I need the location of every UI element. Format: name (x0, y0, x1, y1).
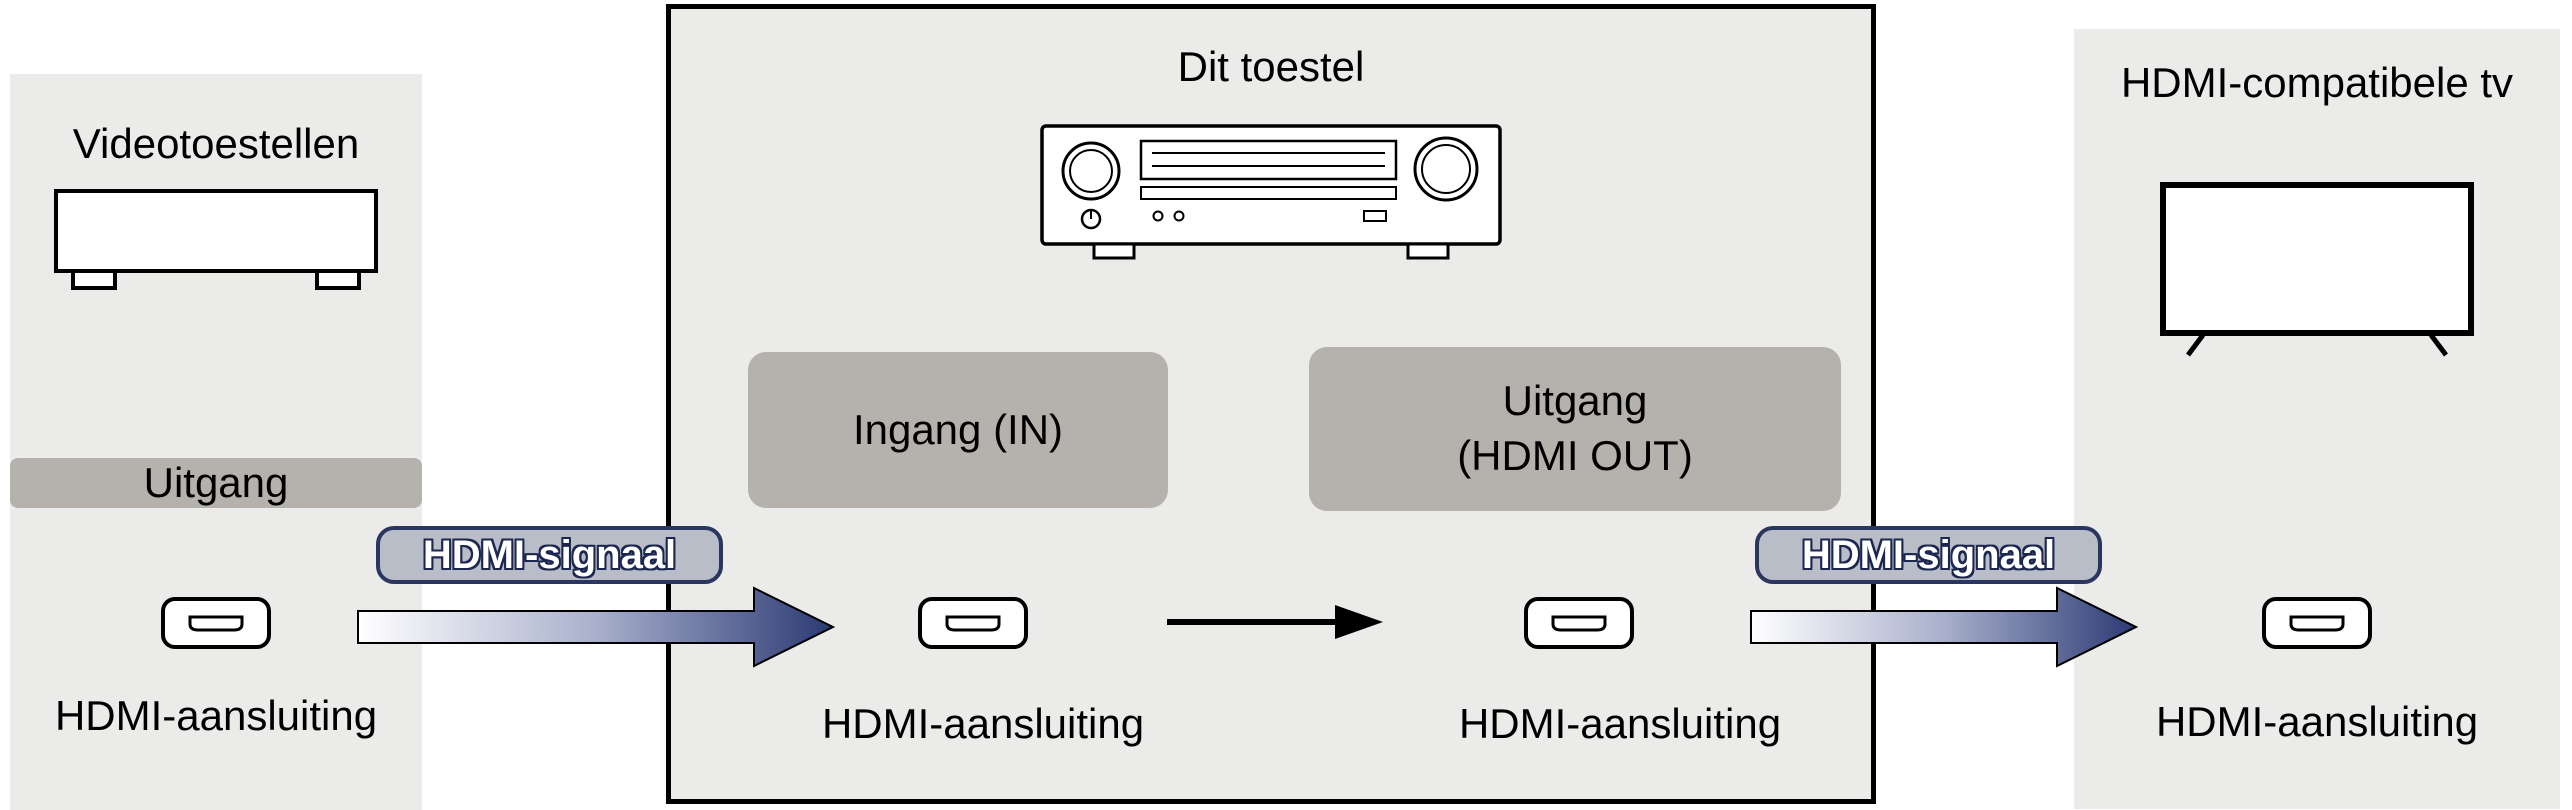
hdmi-connector-label: HDMI-aansluiting (1458, 700, 1782, 747)
hdmi-signal-badge-left: HDMI-signaal (376, 526, 723, 584)
hdmi-signal-badge-left-text: HDMI-signaal (422, 532, 677, 577)
input-label: Ingang (IN) (852, 405, 1064, 453)
tv-title: HDMI-compatibele tv (2120, 59, 2514, 106)
video-devices-panel: Videotoestellen Uitgang HDMI-aansluiting (10, 74, 422, 810)
av-receiver-illustration (671, 121, 1871, 271)
av-receiver-icon (1040, 124, 1502, 260)
hdmi-connector-label: HDMI-aansluiting (821, 700, 1145, 747)
receiver-panel: Dit toestel Ingang (666, 4, 1876, 804)
video-device-illustration (51, 186, 381, 296)
hdmi-connector-label: HDMI-aansluiting (2155, 698, 2479, 745)
hdmi-connector-icon (917, 596, 1029, 650)
hdmi-connector-label: HDMI-aansluiting (54, 692, 378, 739)
video-device-icon (54, 189, 378, 290)
hdmi-signal-arrow-left (356, 585, 836, 669)
receiver-title: Dit toestel (1177, 43, 1365, 90)
video-devices-title: Videotoestellen (72, 120, 360, 167)
output-label-line1: Uitgang (1502, 377, 1648, 425)
output-label-box: Uitgang (HDMI OUT) (1309, 347, 1841, 511)
output-label-line2: (HDMI OUT) (1457, 432, 1693, 479)
black-right-arrow-icon (1165, 600, 1385, 644)
video-output-label: Uitgang (10, 458, 422, 508)
tv-illustration (2074, 179, 2560, 359)
tv-panel: HDMI-compatibele tv HDMI-aansluiting (2074, 29, 2560, 809)
hdmi-connector-icon (160, 596, 272, 650)
tv-icon (2160, 182, 2474, 357)
hdmi-signal-badge-right-text: HDMI-signaal (1801, 532, 2056, 577)
hdmi-signal-badge-right: HDMI-signaal (1755, 526, 2102, 584)
input-label-box: Ingang (IN) (748, 352, 1168, 508)
hdmi-signal-arrow-right (1749, 585, 2139, 669)
hdmi-connector-icon (1523, 596, 1635, 650)
hdmi-connector-icon (2261, 596, 2373, 650)
